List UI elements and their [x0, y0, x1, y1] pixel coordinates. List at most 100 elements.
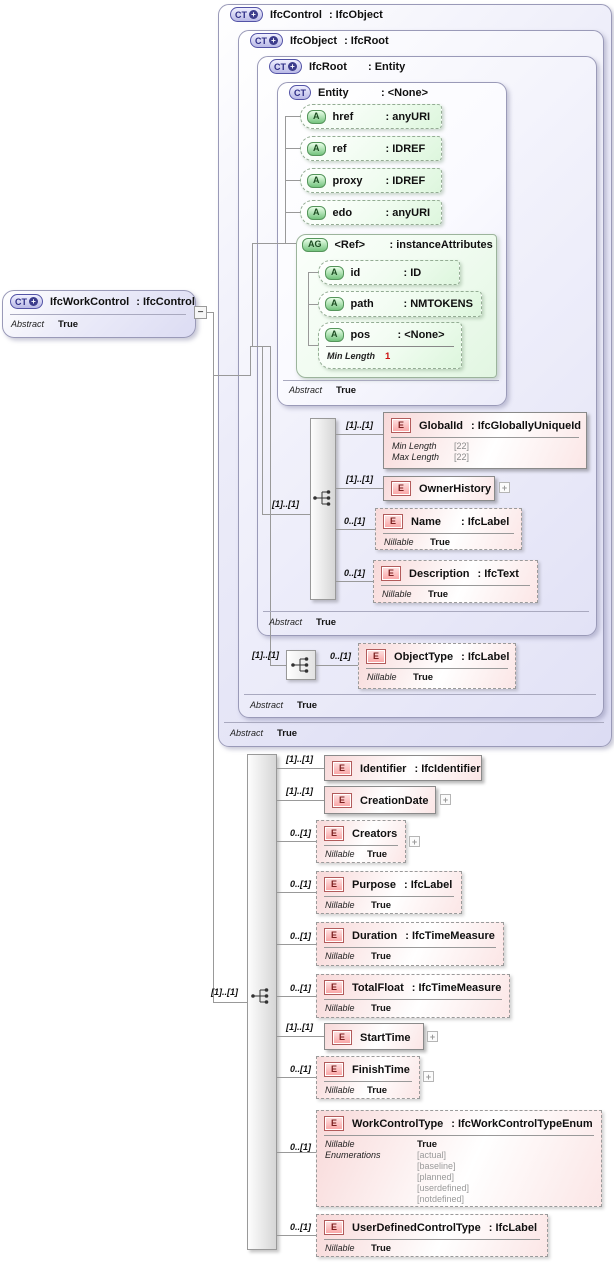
divider — [10, 314, 186, 315]
connector-line — [277, 841, 316, 842]
cardinality-label: 0..[1] — [344, 516, 366, 526]
type-name: IfcControl — [270, 8, 322, 21]
cardinality-label: [1]..[1] — [346, 420, 373, 430]
sequence-bar[interactable] — [310, 418, 336, 600]
element-icon: E — [366, 649, 387, 664]
connector-line — [316, 665, 358, 666]
cardinality-label: 0..[1] — [290, 1222, 312, 1232]
divider — [383, 533, 514, 534]
base-type: : IfcControl — [136, 295, 195, 308]
element-icon: E — [383, 514, 404, 529]
connector-line — [336, 581, 373, 582]
cardinality-label: 0..[1] — [290, 1064, 312, 1074]
attribute-icon: A — [325, 328, 344, 342]
attribute-proxy[interactable]: A proxy : IDREF — [300, 168, 442, 193]
complex-type-icon: CT+ — [10, 294, 43, 309]
divider — [324, 1135, 594, 1136]
connector-line — [250, 346, 251, 376]
collapse-toggle[interactable]: − — [194, 306, 207, 319]
attribute-ref[interactable]: A ref : IDREF — [300, 136, 442, 161]
connector-line — [277, 1152, 316, 1153]
element-creationdate[interactable]: E CreationDate — [324, 786, 436, 814]
element-icon: E — [391, 418, 412, 433]
divider — [324, 1081, 412, 1082]
connector-line — [250, 346, 271, 347]
type-name: IfcObject — [290, 34, 338, 47]
divider — [224, 722, 604, 723]
divider — [324, 845, 398, 846]
connector-line — [308, 345, 318, 346]
connector-line — [285, 116, 300, 117]
element-starttime[interactable]: E StartTime — [324, 1023, 424, 1050]
element-icon: E — [324, 928, 345, 943]
connector-line — [277, 892, 316, 893]
attribute-group-header[interactable]: AG <Ref> : instanceAttributes — [302, 238, 493, 252]
header-ifcworkcontrol[interactable]: CT+ IfcWorkControl : IfcControl — [10, 294, 195, 309]
element-icon: E — [324, 826, 345, 841]
sequence-icon — [313, 490, 331, 506]
expand-toggle[interactable]: + — [427, 1031, 438, 1042]
expand-toggle[interactable]: + — [423, 1071, 434, 1082]
cardinality-label: [1]..[1] — [252, 650, 279, 660]
connector-line — [277, 1036, 324, 1037]
element-icon: E — [324, 877, 345, 892]
element-userdefinedcontroltype[interactable]: E UserDefinedControlType : IfcLabel Nill… — [316, 1214, 548, 1257]
cardinality-label: [1]..[1] — [272, 499, 299, 509]
connector-line — [308, 272, 318, 273]
divider — [391, 437, 579, 438]
element-ownerhistory[interactable]: E OwnerHistory — [383, 476, 495, 501]
divider — [324, 1239, 540, 1240]
attribute-icon: A — [307, 205, 326, 220]
attribute-path[interactable]: A path : NMTOKENS — [318, 291, 482, 317]
connector-line — [277, 944, 316, 945]
attribute-pos[interactable]: A pos : <None> Min Length 1 — [318, 322, 462, 369]
element-globalid[interactable]: E GlobalId : IfcGloballyUniqueId Min Len… — [383, 412, 587, 469]
divider — [326, 346, 454, 347]
connector-line — [252, 243, 296, 244]
expand-toggle[interactable]: + — [440, 794, 451, 805]
header-ifccontrol[interactable]: CT+ IfcControl : IfcObject — [230, 7, 383, 22]
attribute-edo[interactable]: A edo : anyURI — [300, 200, 442, 225]
connector-line — [277, 1077, 316, 1078]
divider — [244, 694, 596, 695]
complex-type-icon: CT+ — [230, 7, 263, 22]
cardinality-label: 0..[1] — [290, 1142, 312, 1152]
element-identifier[interactable]: E Identifier : IfcIdentifier — [324, 755, 482, 781]
cardinality-label: [1]..[1] — [286, 786, 313, 796]
cardinality-label: [1]..[1] — [211, 987, 238, 997]
header-entity[interactable]: CT Entity : <None> — [289, 85, 428, 100]
header-ifcroot[interactable]: CT+ IfcRoot : Entity — [269, 59, 405, 74]
divider — [263, 611, 589, 612]
element-workcontroltype[interactable]: E WorkControlType : IfcWorkControlTypeEn… — [316, 1110, 602, 1207]
attribute-icon: A — [307, 141, 326, 156]
header-ifcobject[interactable]: CT+ IfcObject : IfcRoot — [250, 33, 389, 48]
attribute-id[interactable]: A id : ID — [318, 260, 460, 285]
cardinality-label: 0..[1] — [290, 879, 312, 889]
connector-line — [308, 272, 309, 345]
expand-toggle[interactable]: + — [499, 482, 510, 493]
expand-toggle[interactable]: + — [409, 836, 420, 847]
connector-line — [277, 768, 324, 769]
attribute-href[interactable]: A href : anyURI — [300, 104, 442, 129]
attribute-group-icon: AG — [302, 238, 328, 252]
element-icon: E — [391, 481, 412, 496]
connector-line — [277, 1235, 316, 1236]
sequence-box[interactable] — [286, 650, 316, 680]
sequence-icon — [291, 657, 309, 673]
connector-line — [336, 488, 383, 489]
base-type: : IfcRoot — [344, 34, 389, 47]
connector-line — [336, 434, 383, 435]
derived-plus-icon: + — [29, 297, 38, 306]
